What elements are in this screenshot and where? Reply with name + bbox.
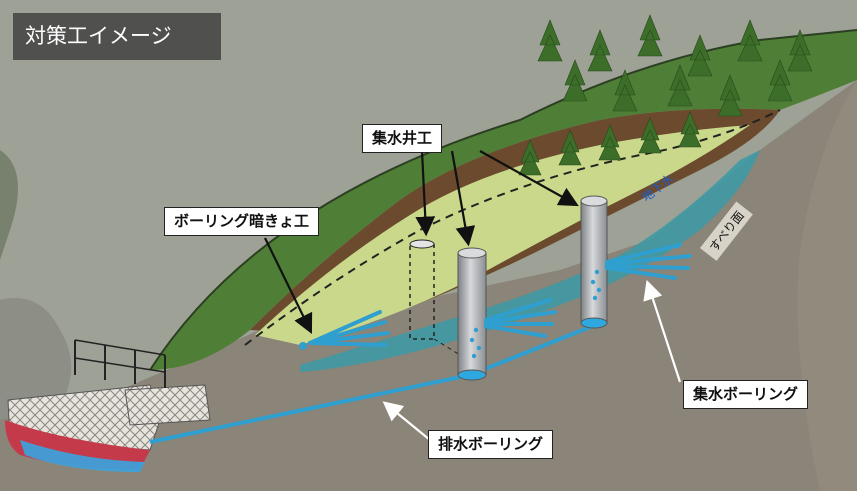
bedrock	[0, 80, 857, 491]
label-collecting-boring: 集水ボーリング	[683, 380, 809, 409]
water-drop-icon	[469, 269, 602, 359]
collecting-well-hidden	[409, 239, 461, 356]
collecting-well-1	[457, 247, 487, 381]
drainage-boring-pipe	[149, 373, 471, 444]
collecting-well-2	[580, 195, 608, 329]
page-title: 対策工イメージ	[13, 13, 221, 60]
vegetation-cover	[150, 30, 857, 370]
label-collecting-well: 集水井工	[362, 124, 443, 153]
landslide-mass	[255, 125, 750, 345]
slip-surface-line	[244, 109, 781, 346]
arrow-icon	[382, 279, 682, 441]
label-boring-drain: ボーリング暗きょ工	[164, 207, 320, 236]
arrow-icon	[264, 150, 579, 334]
tree-icon	[518, 14, 813, 176]
water-drop-icon	[299, 342, 307, 350]
boring-drain-pipes	[308, 310, 390, 347]
collecting-boring-pipes-1	[484, 298, 557, 338]
collecting-boring-pipes-2	[605, 243, 692, 280]
label-drainage-boring: 排水ボーリング	[428, 430, 554, 459]
